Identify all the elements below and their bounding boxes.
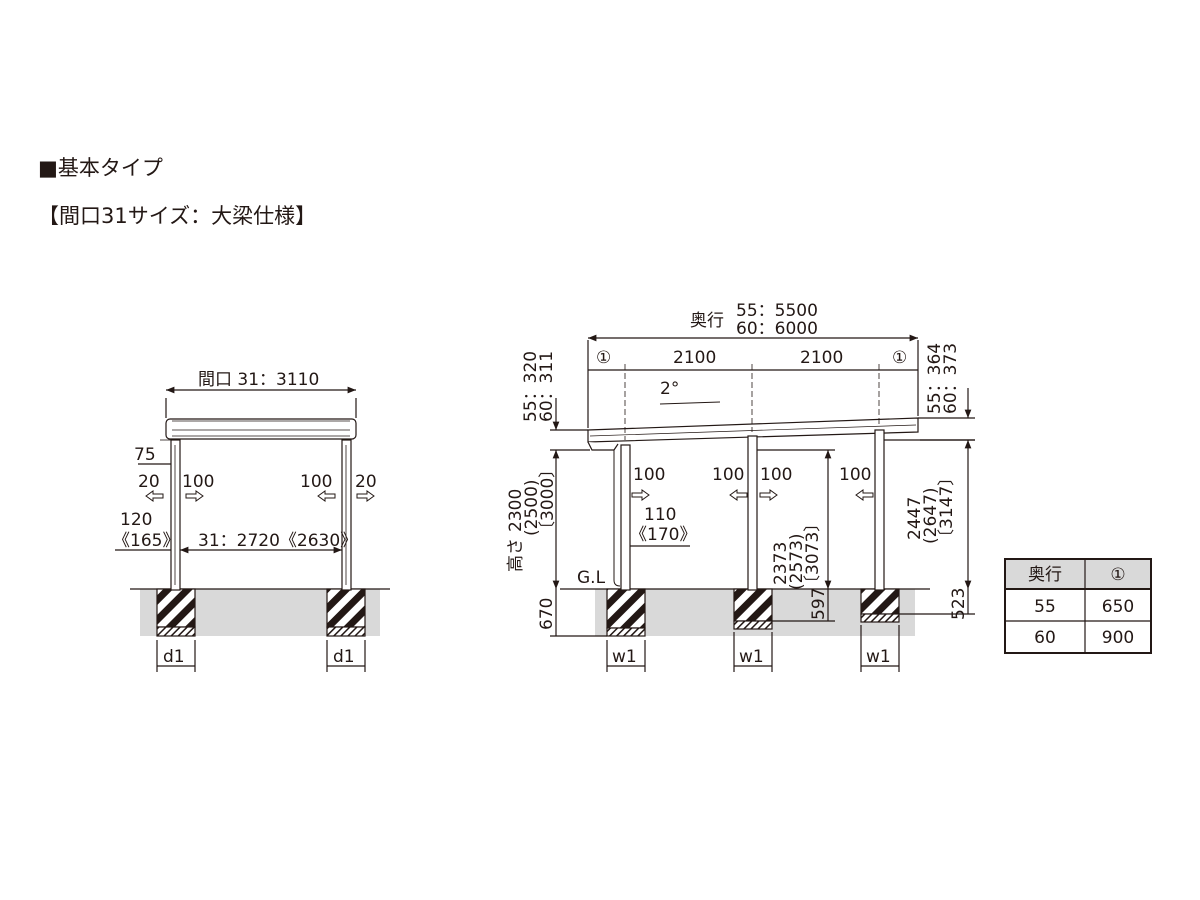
post2-100-right-label: 100 xyxy=(760,465,792,485)
section-subtitle: 【間口31サイズ：大梁仕様】 xyxy=(38,204,317,228)
foundation-w1-1: w1 xyxy=(612,647,637,667)
right-height-3-label: 〔3147〕 xyxy=(937,469,957,546)
arrow-left-icon xyxy=(729,489,748,501)
arrow-left-icon xyxy=(145,490,164,502)
height-3000-label: 〔3000〕 xyxy=(538,461,558,538)
beam-165-label: 《165》 xyxy=(113,531,179,551)
table-cell: 55 xyxy=(1034,597,1056,617)
post-right xyxy=(341,439,352,591)
front-view-labels: 間口 31：3110 75 20 100 100 20 120 《165》 31… xyxy=(113,370,377,667)
post2-100-left-label: 100 xyxy=(712,465,744,485)
foundation-left xyxy=(156,588,196,628)
post1-100-label: 100 xyxy=(633,465,665,485)
post-ref-left: ① xyxy=(596,348,611,368)
depth-597-label: 597 xyxy=(809,588,829,620)
roof-side xyxy=(587,417,919,443)
post-3 xyxy=(874,429,885,591)
height-2300-label: 2300 xyxy=(506,489,526,532)
arrow-left-icon xyxy=(855,489,874,501)
height-label: 高さ xyxy=(506,538,526,572)
foundation-table: 奥行 ① 55 650 60 900 xyxy=(1004,558,1152,654)
right-100-label: 100 xyxy=(300,472,332,492)
right-height-1-label: 2447 xyxy=(905,497,925,540)
table-cell: 60 xyxy=(1034,628,1056,648)
front-width-label: 間口 31：3110 xyxy=(198,370,319,390)
post3-100-label: 100 xyxy=(839,465,871,485)
post1-170-label: 《170》 xyxy=(630,525,696,545)
depth-523-label: 523 xyxy=(949,588,969,620)
left-20-label: 20 xyxy=(138,472,160,492)
depth-label: 奥行 xyxy=(690,311,724,331)
arrow-right-icon xyxy=(759,489,778,501)
right-roof-60-label: 60：373 xyxy=(941,343,961,414)
height-2500-label: (2500) xyxy=(522,479,542,536)
arrow-right-icon xyxy=(631,489,650,501)
span-2-label: 2100 xyxy=(800,348,843,368)
depth-60-label: 60：6000 xyxy=(736,319,818,339)
arrow-right-icon xyxy=(185,490,204,502)
post1-110-label: 110 xyxy=(644,505,676,525)
mid-height-2-label: (2573) xyxy=(787,533,807,590)
foundation-d1-right: d1 xyxy=(333,647,355,667)
left-roof-55-label: 55：320 xyxy=(521,351,541,422)
table-header-ref: ① xyxy=(1110,565,1125,585)
table-header-depth: 奥行 xyxy=(1028,565,1062,585)
mid-height-1-label: 2373 xyxy=(771,542,791,585)
foundation-1 xyxy=(606,588,646,629)
roof-front xyxy=(165,418,357,440)
foundation-3 xyxy=(860,588,900,615)
arrow-right-icon xyxy=(356,490,375,502)
ground-level-label: G.L xyxy=(577,568,606,588)
inner-width-label: 31：2720《2630》 xyxy=(198,531,357,551)
foundation-w1-3: w1 xyxy=(866,647,891,667)
top-offset-label: 75 xyxy=(134,445,156,465)
section-title: ■基本タイプ xyxy=(38,156,163,180)
post-1 xyxy=(620,444,631,591)
post-left xyxy=(170,439,181,591)
right-height-2-label: (2647) xyxy=(921,487,941,544)
depth-670-label: 670 xyxy=(537,598,557,630)
depth-55-label: 55：5500 xyxy=(736,301,818,321)
foundation-w1-2: w1 xyxy=(739,647,764,667)
table-cell: 650 xyxy=(1102,597,1134,617)
left-roof-60-label: 60：311 xyxy=(537,351,557,422)
foundation-d1-left: d1 xyxy=(163,647,185,667)
foundation-right xyxy=(326,588,366,628)
side-view-labels: 奥行 55：5500 60：6000 ① ① 2100 2100 2° 55：3… xyxy=(506,301,969,667)
foundation-2 xyxy=(733,588,773,622)
post-2 xyxy=(747,435,758,591)
arrow-left-icon xyxy=(317,490,336,502)
span-1-label: 2100 xyxy=(673,348,716,368)
table-cell: 900 xyxy=(1102,628,1134,648)
beam-120-label: 120 xyxy=(120,510,152,530)
mid-height-3-label: 〔3073〕 xyxy=(803,515,823,592)
post-ref-right: ① xyxy=(892,348,907,368)
left-100-label: 100 xyxy=(182,472,214,492)
slope-label: 2° xyxy=(660,379,679,399)
right-20-label: 20 xyxy=(355,472,377,492)
right-roof-55-label: 55：364 xyxy=(925,343,945,414)
front-view xyxy=(115,386,390,672)
side-view xyxy=(550,334,975,672)
